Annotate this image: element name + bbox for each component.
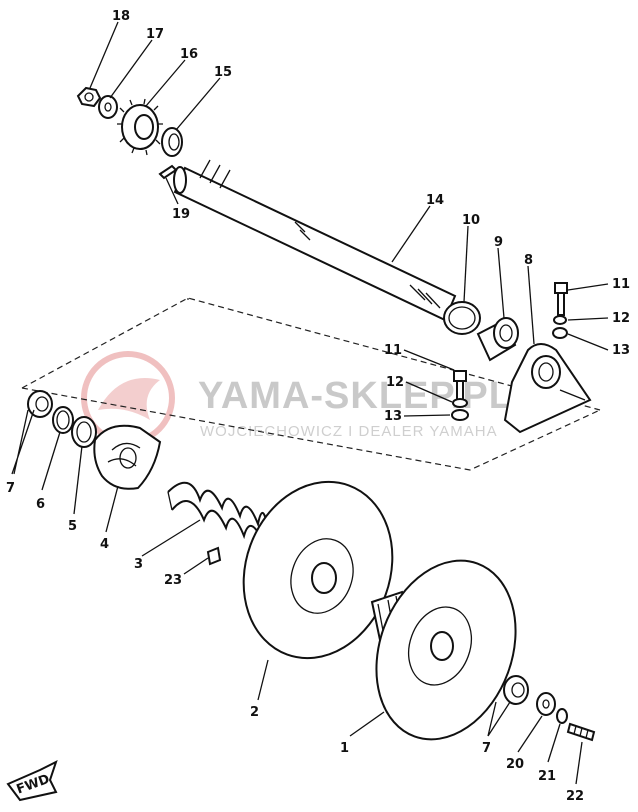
callout-labels: 18 17 16 15 19 14 10 9 8 11 12 13 11 12 … [6,9,630,804]
part-spacer-7-right [503,675,529,705]
part-washer-20 [536,692,556,716]
callout-11-lower: 11 [384,343,402,358]
part-sprocket-16 [117,98,163,156]
callout-3: 3 [134,557,143,572]
part-washer-5 [71,416,97,448]
part-sheave-2 [242,480,394,660]
leader-lines [11,21,609,785]
callout-6: 6 [36,497,45,512]
callout-23: 23 [164,573,182,588]
callout-14: 14 [426,193,444,208]
callout-2: 2 [250,705,259,720]
callout-20: 20 [506,757,524,772]
part-weight-23 [206,546,222,566]
callout-5: 5 [68,519,77,534]
callout-18: 18 [112,9,130,24]
part-bracket-8 [503,343,592,434]
part-bolt-22 [566,722,596,742]
callout-15: 15 [214,65,232,80]
callout-7-left: 7 [6,481,15,496]
callout-12-lower: 12 [386,375,404,390]
part-washers-lower [451,398,469,421]
part-spacer-15 [161,127,183,157]
watermark-tagline: WOJCIECHOWICZ I DEALER YAMAHA [200,423,498,440]
callout-21: 21 [538,769,556,784]
part-ring-6 [52,406,74,434]
part-lockwasher-21 [556,708,568,724]
part-oring-10 [443,301,481,335]
callout-13-upper: 13 [612,343,630,358]
callout-9: 9 [494,235,503,250]
callout-16: 16 [180,47,198,62]
callout-4: 4 [100,537,109,552]
callout-10: 10 [462,213,480,228]
callout-7-right: 7 [482,741,491,756]
callout-13-lower: 13 [384,409,402,424]
callout-1: 1 [340,741,349,756]
callout-22: 22 [566,789,584,804]
part-cam-4 [93,424,162,490]
part-bolt-11-upper [554,282,568,316]
drive-shaft [173,159,457,322]
part-washers-upper [552,315,568,339]
part-spacer-7-left [27,390,53,418]
callout-17: 17 [146,27,164,42]
part-nut-18 [76,86,102,108]
part-washer-17 [98,95,118,119]
part-bearing-9 [476,317,519,362]
part-key-19 [158,164,178,180]
callout-11-upper: 11 [612,277,630,292]
callout-8: 8 [524,253,533,268]
part-sheave-1 [370,559,517,741]
callout-19: 19 [172,207,190,222]
fwd-direction-arrow: FWD [6,760,58,802]
callout-12-upper: 12 [612,311,630,326]
